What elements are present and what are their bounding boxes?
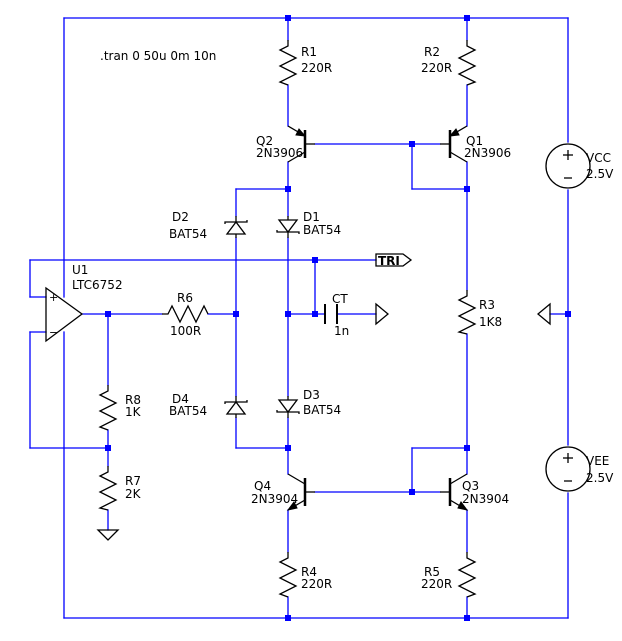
- transistor-q4: [286, 473, 315, 511]
- diode-d3: [276, 396, 300, 418]
- opamp-minus-sign: −: [49, 326, 58, 339]
- wires: [29, 17, 569, 619]
- d4-value: BAT54: [169, 404, 207, 418]
- net-label-tri-text: TRI: [378, 254, 400, 268]
- transistor-q2: [287, 125, 315, 163]
- vcc-value: 2.5V: [586, 167, 614, 181]
- q2-value: 2N3906: [256, 146, 303, 160]
- q3-value: 2N3904: [462, 492, 509, 506]
- resistor-r7: [98, 466, 118, 511]
- r4-ref: R4: [301, 565, 317, 579]
- r5-ref: R5: [424, 565, 440, 579]
- opamp-u1: + −: [45, 286, 84, 343]
- junctions: [105, 15, 571, 621]
- resistor-r1: [278, 40, 298, 86]
- q1-value: 2N3906: [464, 146, 511, 160]
- capacitor-ct: [324, 304, 338, 324]
- voltage-source-vee: [545, 446, 591, 492]
- r1-ref: R1: [301, 45, 317, 59]
- u1-ref: U1: [72, 263, 88, 277]
- r1-value: 220R: [301, 61, 332, 75]
- diode-d1: [276, 216, 300, 238]
- net-label-tri: TRI: [375, 253, 413, 268]
- q4-ref: Q4: [254, 479, 271, 493]
- q3-ref: Q3: [462, 479, 479, 493]
- transistor-q1: [440, 125, 468, 163]
- resistor-r6: [162, 304, 209, 324]
- d2-value: BAT54: [169, 227, 207, 241]
- r7-ref: R7: [125, 474, 141, 488]
- ground-rail-icon: [536, 302, 551, 326]
- opamp-plus-sign: +: [49, 291, 58, 304]
- r3-ref: R3: [479, 298, 495, 312]
- ct-ref: CT: [332, 292, 348, 306]
- transistor-q3: [440, 473, 469, 511]
- d2-ref: D2: [172, 210, 189, 224]
- labels: .tran 0 50u 0m 10n R1 220R R2 220R R3 1K…: [72, 45, 614, 591]
- voltage-source-vcc: [545, 143, 591, 189]
- d4-ref: D4: [172, 392, 189, 406]
- r6-value: 100R: [170, 324, 201, 338]
- r8-ref: R8: [125, 393, 141, 407]
- vcc-ref: VCC: [586, 151, 611, 165]
- resistor-r4: [278, 552, 298, 598]
- resistor-r8: [98, 385, 118, 431]
- r7-value: 2K: [125, 487, 142, 501]
- resistor-r2: [457, 40, 477, 86]
- d1-value: BAT54: [303, 223, 341, 237]
- d1-ref: D1: [303, 210, 320, 224]
- resistor-r5: [457, 552, 477, 598]
- u1-value: LTC6752: [72, 278, 123, 292]
- ground-ct-icon: [375, 302, 390, 326]
- q1-ref: Q1: [466, 134, 483, 148]
- vee-value: 2.5V: [586, 471, 614, 485]
- r3-value: 1K8: [479, 315, 502, 329]
- r2-ref: R2: [424, 45, 440, 59]
- vee-ref: VEE: [586, 454, 609, 468]
- r2-value: 220R: [421, 61, 452, 75]
- ct-value: 1n: [334, 324, 349, 338]
- d3-ref: D3: [303, 388, 320, 402]
- r5-value: 220R: [421, 577, 452, 591]
- d3-value: BAT54: [303, 403, 341, 417]
- diode-d4: [224, 396, 248, 418]
- ground-r7-icon: [96, 529, 120, 541]
- resistor-r3: [457, 290, 477, 335]
- spice-directive: .tran 0 50u 0m 10n: [100, 49, 216, 63]
- q2-ref: Q2: [256, 134, 273, 148]
- diode-d2: [224, 216, 248, 238]
- r4-value: 220R: [301, 577, 332, 591]
- r6-ref: R6: [177, 291, 193, 305]
- r8-value: 1K: [125, 405, 142, 419]
- q4-value: 2N3904: [251, 492, 298, 506]
